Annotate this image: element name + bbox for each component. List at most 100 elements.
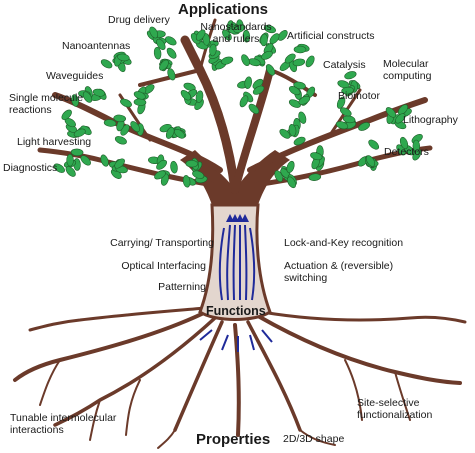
leaf — [274, 170, 284, 182]
leaf — [156, 38, 166, 51]
leaf — [100, 59, 113, 69]
leaf — [113, 114, 126, 123]
label-actuation-switching: Actuation & (reversible) switching — [284, 260, 393, 284]
leaf — [195, 90, 204, 103]
label-2d-3d-shape: 2D/3D shape — [283, 433, 345, 445]
leaf — [114, 158, 125, 169]
label-biomotor: Biomotor — [338, 90, 381, 102]
label-nanostandards-line2: and rulers — [212, 33, 260, 45]
leaf — [192, 170, 205, 179]
leaf — [252, 85, 265, 95]
leaf — [310, 152, 323, 161]
leaf — [120, 98, 132, 108]
leaf — [154, 170, 166, 180]
leaf — [298, 111, 307, 124]
leaf — [53, 163, 65, 173]
leaf — [288, 86, 301, 96]
label-molecular-line1: Molecular — [383, 58, 429, 70]
leaf — [209, 43, 217, 57]
leaf — [82, 91, 93, 103]
label-site-selective-line2: functionalization — [357, 409, 433, 421]
label-actuation-line2: switching — [284, 272, 328, 284]
leaf — [286, 160, 295, 174]
leaf — [183, 82, 196, 91]
label-tunable-line1: Tunable intermolecular — [10, 412, 117, 424]
leaf — [165, 36, 177, 46]
label-single-molecule-line1: Single molecule — [9, 92, 84, 104]
leaf — [92, 88, 106, 97]
leaf — [156, 159, 167, 170]
label-site-selective-line1: Site-selective — [357, 397, 420, 409]
leaf — [241, 54, 250, 66]
leaf — [288, 123, 297, 137]
function-arrows — [199, 224, 273, 352]
leaf — [170, 160, 178, 174]
leaf — [165, 126, 175, 139]
leaf — [130, 121, 141, 133]
label-waveguides: Waveguides — [46, 70, 104, 82]
leaf — [284, 53, 296, 64]
leaf — [117, 53, 130, 62]
functions-heading: Functions — [206, 304, 266, 318]
leaf — [185, 159, 199, 168]
leaf — [159, 59, 169, 71]
leaf — [71, 94, 79, 107]
label-actuation-line1: Actuation & (reversible) — [284, 260, 394, 272]
leaf — [220, 56, 234, 65]
leaf — [385, 107, 396, 118]
leaf — [114, 136, 127, 145]
leaf — [305, 55, 315, 68]
leaf — [293, 45, 307, 54]
label-nanostandards: Nanostandards and rulers — [190, 21, 282, 45]
leaf — [244, 76, 252, 89]
label-nanoantennas: Nanoantennas — [62, 40, 131, 52]
leaf — [337, 80, 350, 89]
label-light-harvesting: Light harvesting — [17, 136, 92, 148]
leaf — [166, 47, 177, 59]
leaf — [395, 113, 406, 124]
label-single-molecule-line2: reactions — [9, 104, 52, 116]
leaf — [287, 176, 296, 189]
leaf — [73, 128, 86, 138]
leaf — [153, 46, 162, 60]
leaf — [173, 128, 186, 139]
leaf — [103, 119, 117, 127]
label-diagnostics: Diagnostics — [3, 162, 58, 174]
leaf — [265, 64, 276, 76]
leaf — [182, 175, 191, 188]
leaf — [248, 103, 260, 114]
leaf — [340, 107, 352, 117]
leaf — [308, 173, 322, 181]
leaf — [261, 50, 273, 60]
label-single-molecule-reactions: Single molecule reactions — [9, 92, 83, 116]
leaf — [293, 136, 306, 146]
leaf — [341, 86, 354, 95]
leaf — [397, 104, 409, 115]
leaf — [100, 154, 109, 167]
leaf — [167, 68, 176, 81]
leaf — [279, 128, 291, 139]
leaf — [288, 99, 301, 108]
leaf — [239, 95, 249, 108]
label-artificial-constructs: Artificial constructs — [287, 30, 375, 42]
label-site-selective: Site-selective functionalization — [357, 397, 432, 421]
label-tunable-line2: interactions — [10, 424, 64, 436]
label-tunable-interactions: Tunable intermolecular interactions — [10, 412, 116, 436]
leaf — [298, 95, 311, 105]
label-lock-and-key: Lock-and-Key recognition — [284, 237, 404, 249]
label-detectors: Detectors — [384, 146, 429, 158]
label-molecular-computing: Molecular computing — [383, 58, 431, 82]
leaf — [365, 155, 376, 167]
leaf — [149, 26, 159, 39]
leaf — [260, 33, 268, 47]
leaf — [336, 96, 346, 109]
leaf — [368, 139, 380, 150]
properties-heading: Properties — [196, 431, 271, 448]
leaf — [66, 153, 74, 167]
leaf — [344, 71, 357, 80]
label-carrying-transporting: Carrying/ Transporting — [110, 237, 214, 249]
label-optical-interfacing: Optical Interfacing — [121, 260, 206, 272]
leaf — [269, 33, 280, 45]
leaf — [277, 30, 288, 41]
